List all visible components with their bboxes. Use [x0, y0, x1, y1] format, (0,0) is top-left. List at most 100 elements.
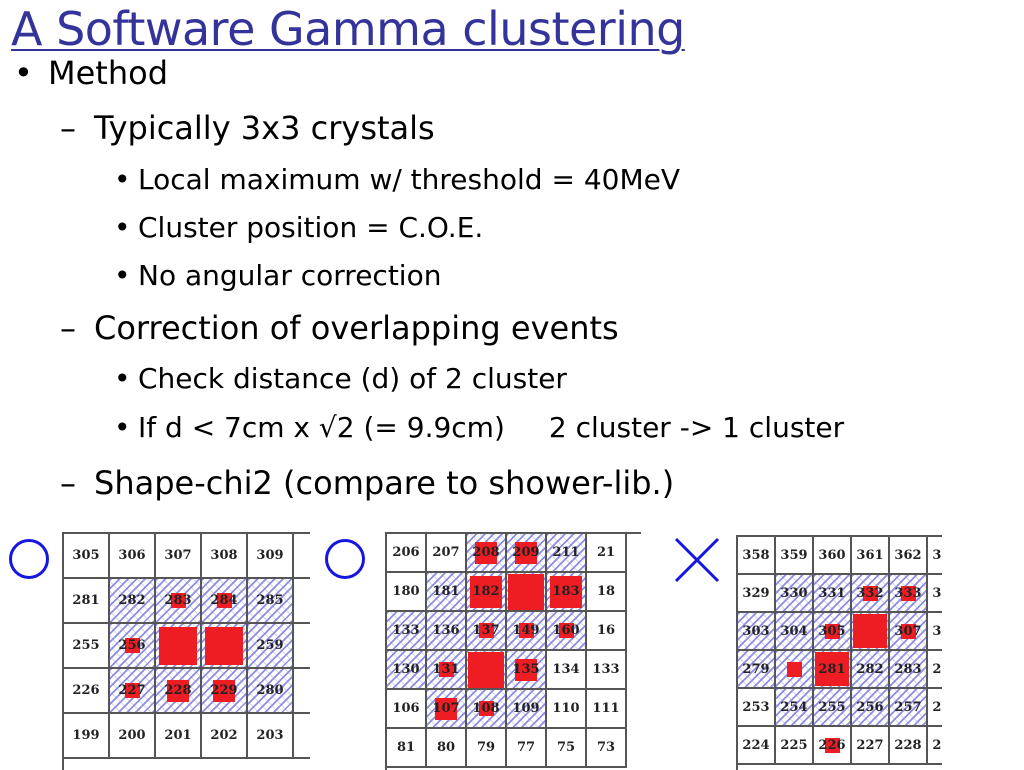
crystal-id: 131 [432, 662, 460, 677]
crystal-cell: 255 [64, 624, 110, 669]
crystal-id: 110 [552, 701, 580, 716]
crystal-id: 137 [472, 623, 500, 638]
crystal-id: 280 [256, 683, 284, 698]
crystal-id: 307 [894, 623, 922, 639]
crystal-id: 228 [894, 737, 922, 753]
crystal-id: 107 [432, 701, 460, 716]
crystal-cell: 180 [387, 573, 427, 612]
energy-deposit [478, 623, 494, 638]
energy-deposit [853, 614, 887, 648]
crystal-cell: 330 [776, 575, 814, 613]
bullet-cluster-position: •Cluster position = C.O.E. [114, 211, 483, 244]
crystal-cell: 224 [738, 727, 776, 765]
energy-deposit [550, 575, 582, 608]
crystal-id: 182 [472, 584, 500, 599]
crystal-id: 304 [780, 623, 808, 639]
crystal-id: 18 [596, 584, 616, 599]
energy-deposit [824, 737, 840, 753]
energy-deposit [205, 626, 243, 665]
energy-deposit [786, 661, 802, 677]
bullet-marker: • [14, 54, 33, 92]
crystal-id: 207 [432, 545, 460, 560]
crystal-id: 282 [118, 593, 146, 608]
crystal-id: 256 [118, 638, 146, 653]
crystal-id: 201 [164, 728, 192, 743]
bullet-marker: • [114, 163, 131, 196]
crystal-id: 256 [856, 699, 884, 715]
crystal-id: 211 [552, 545, 580, 560]
crystal-cell: 358 [738, 537, 776, 575]
crystal-cell: 332 [852, 575, 890, 613]
bullet-if-distance: •If d < 7cm x √2 (= 9.9cm)2 cluster -> 1… [114, 411, 844, 444]
crystal-cell: 2 [294, 669, 310, 714]
energy-deposit [438, 662, 454, 677]
dash-marker: – [60, 309, 76, 347]
crystal-id: 21 [596, 545, 616, 560]
crystal-cell: 207 [427, 534, 467, 573]
crystal-id: 226 [818, 737, 846, 753]
slide-title: A Software Gamma clustering [11, 2, 685, 56]
crystal-cell: 226 [814, 727, 852, 765]
crystal-id: 75 [556, 740, 576, 755]
crystal-id: 358 [742, 547, 770, 563]
bullet-text: Local maximum w/ threshold = 40MeV [138, 163, 680, 196]
circle-mark-icon [9, 539, 49, 579]
crystal-id: 332 [856, 585, 884, 601]
energy-deposit [159, 626, 197, 665]
energy-deposit [862, 585, 878, 601]
crystal-id: 160 [552, 623, 580, 638]
crystal-cell: 18 [587, 573, 627, 612]
crystal-id: 361 [856, 547, 884, 563]
crystal-id: 253 [742, 699, 770, 715]
bullet-text: Cluster position = C.O.E. [138, 211, 484, 244]
crystal-id: 331 [818, 585, 846, 601]
crystal-id: 135 [512, 662, 540, 677]
crystal-id: 334 [932, 585, 942, 601]
bullet-text: Typically 3x3 crystals [94, 109, 435, 147]
crystal-id: 109 [512, 701, 540, 716]
energy-deposit [170, 593, 186, 608]
crystal-cell: 181 [427, 573, 467, 612]
energy-deposit [900, 623, 916, 639]
crystal-cell: 257 [890, 689, 928, 727]
bullet-text: No angular correction [138, 259, 442, 292]
crystal-cell: 200 [110, 714, 156, 759]
crystal-cell: 305 [814, 613, 852, 651]
energy-deposit [815, 652, 849, 686]
crystal-id: 305 [72, 548, 100, 563]
crystal-id: 130 [392, 662, 420, 677]
crystal-cell: 183 [547, 573, 587, 612]
bullet-shape-chi2: –Shape-chi2 (compare to shower-lib.) [60, 464, 674, 502]
crystal-id: 180 [392, 584, 420, 599]
crystal-cell: 106 [387, 690, 427, 729]
crystal-map-1: 3053063073083093281282283284285225525625… [62, 532, 310, 770]
energy-deposit [515, 541, 537, 564]
crystal-id: 279 [742, 661, 770, 677]
crystal-cell: 308 [928, 613, 942, 651]
crystal-id: 133 [392, 623, 420, 638]
crystal-cell: 199 [64, 714, 110, 759]
crystal-id: 360 [818, 547, 846, 563]
crystal-id: 330 [780, 585, 808, 601]
crystal-cell: 2 [294, 714, 310, 759]
crystal-cell: 211 [547, 534, 587, 573]
crystal-cell: 225 [776, 727, 814, 765]
crystal-cell: 334 [928, 575, 942, 613]
crystal-id: 183 [552, 584, 580, 599]
crystal-cell: 307 [156, 534, 202, 579]
crystal-id: 229 [210, 683, 238, 698]
crystal-cell: 111 [587, 690, 627, 729]
crystal-cell: 160 [547, 612, 587, 651]
crystal-cell: 333 [890, 575, 928, 613]
crystal-id: 255 [72, 638, 100, 653]
crystal-id: 133 [592, 662, 620, 677]
energy-deposit [213, 679, 235, 702]
crystal-cell: 3 [294, 534, 310, 579]
crystal-cell: 110 [547, 690, 587, 729]
crystal-cell: 209 [507, 534, 547, 573]
crystal-cell [156, 624, 202, 669]
energy-deposit [124, 683, 140, 698]
crystal-cell: 149 [507, 612, 547, 651]
crystal-id: 281 [818, 661, 846, 677]
bullet-marker: • [114, 362, 131, 395]
